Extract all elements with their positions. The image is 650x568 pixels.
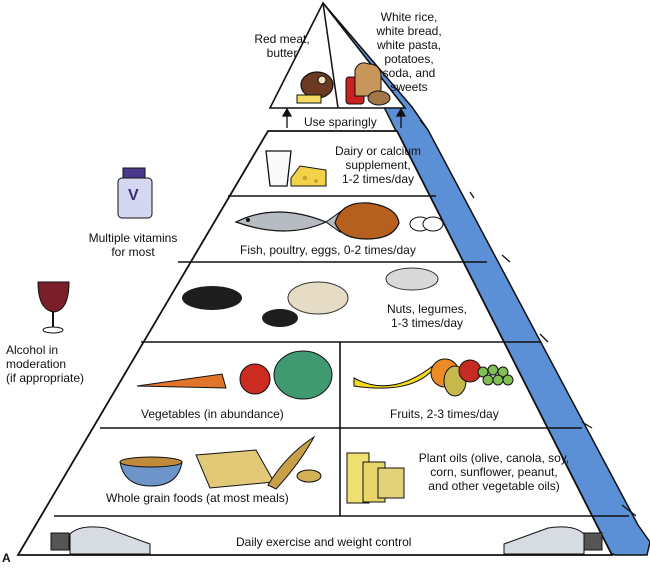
- oil-bottles-icon: [346, 452, 405, 504]
- oils-label: Plant oils (olive, canola, soy,corn, sun…: [418, 451, 570, 493]
- tier-dividers: [54, 195, 629, 517]
- cereal-bowl-icon: [119, 456, 183, 487]
- up-arrow-icon: [281, 107, 407, 128]
- cheese-icon: [290, 165, 327, 187]
- bread-icon: [354, 62, 382, 97]
- side-face-dividers: [419, 119, 637, 517]
- roast-chicken-icon: [334, 202, 400, 240]
- grain-pile-icon: [296, 469, 322, 483]
- grains-label: Whole grain foods (at most meals): [106, 491, 289, 505]
- potato-icon: [367, 90, 391, 106]
- peas-icon: [385, 267, 439, 291]
- beans-icon: [182, 286, 298, 327]
- tomato-icon: [239, 363, 271, 395]
- milk-glass-icon: [265, 150, 292, 187]
- panel-letter: A: [2, 551, 11, 565]
- meat-icon: [300, 71, 334, 99]
- fruits-label: Fruits, 2-3 times/day: [390, 407, 499, 421]
- top-left-label: Red meat,butter: [254, 32, 310, 60]
- protein-label: Fish, poultry, eggs, 0-2 times/day: [240, 243, 416, 257]
- sneakers-icon: [50, 526, 151, 555]
- cabbage-icon: [273, 350, 333, 400]
- eggs-icon: [409, 216, 444, 232]
- vitamin-bottle-icon: [117, 167, 153, 219]
- exercise-label: Daily exercise and weight control: [236, 535, 412, 549]
- wheat-icon: [267, 436, 315, 490]
- vitamin-bottle-letter: V: [128, 187, 139, 204]
- top-right-label: White rice,white bread, white pasta,pota…: [376, 10, 442, 94]
- nuts-icon: [287, 281, 349, 315]
- pyramid-body: [16, 130, 614, 556]
- carrot-icon: [136, 373, 227, 389]
- vegetables-label: Vegetables (in abundance): [141, 407, 284, 421]
- use-sparingly-label: Use sparingly: [304, 115, 377, 129]
- butter-icon: [296, 94, 322, 104]
- nuts-label: Nuts, legumes,1-3 times/day: [386, 302, 468, 330]
- sneakers-icon-right: [503, 526, 603, 555]
- wine-glass-icon: [37, 281, 70, 334]
- grapes-icon: [477, 364, 514, 386]
